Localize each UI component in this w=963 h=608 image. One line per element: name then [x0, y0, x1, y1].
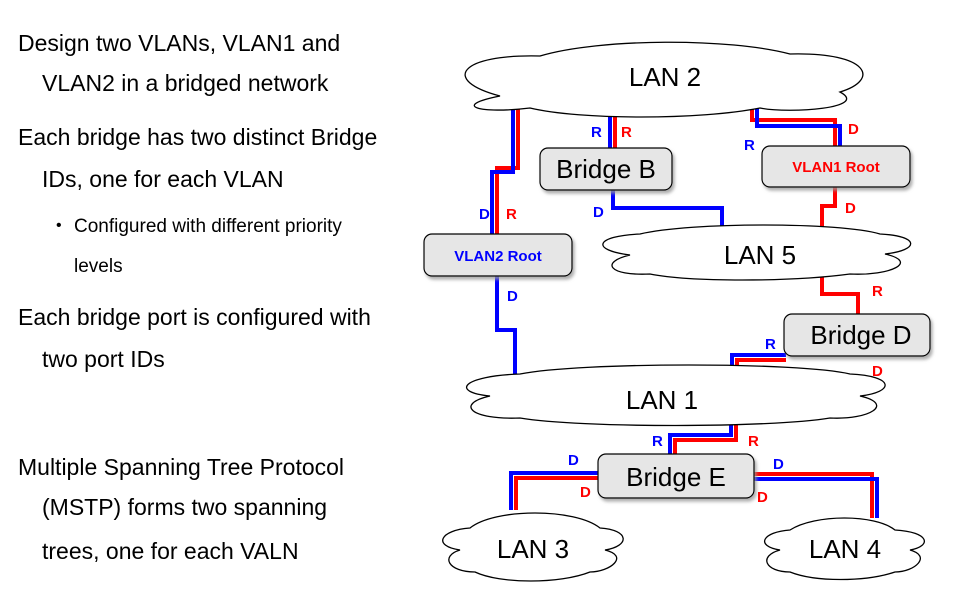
port-label-r-red: R [872, 283, 883, 300]
link-lan2-vlan2root-red [495, 96, 520, 234]
link-lan1-bridgee-red [673, 424, 738, 454]
port-label-r-red: R [621, 124, 632, 141]
port-label-r-blue: R [652, 433, 663, 450]
vlan1-root-bridge: VLAN1 Root [761, 145, 911, 188]
port-label-d-blue: D [773, 456, 784, 473]
port-label-d-blue: D [507, 288, 518, 305]
port-label-d-blue: D [568, 452, 579, 469]
link-bridgee-lan4-red [754, 472, 874, 518]
lan5-cloud: LAN 5 [602, 224, 912, 281]
bullet-2-line-2: IDs, one for each VLAN [42, 166, 284, 192]
vlan2-root-label: VLAN2 Root [454, 248, 542, 265]
lan5-label: LAN 5 [724, 240, 796, 270]
link-lan2-vlan1root-red [750, 108, 837, 146]
sub-bullet-line-1: Configured with different priority [74, 216, 342, 237]
link-lan1-bridgee-blue [668, 424, 733, 454]
port-label-d-blue: D [593, 204, 604, 221]
port-label-d-red: D [872, 363, 883, 380]
lan2-cloud: LAN 2 [464, 41, 864, 118]
bridge-e: Bridge E [597, 453, 755, 499]
bullet-1-line-1: Design two VLANs, VLAN1 and [18, 30, 341, 56]
link-bridgee-lan3-blue [509, 471, 598, 510]
vlan1-root-label: VLAN1 Root [792, 159, 880, 176]
port-label-d-red: D [757, 489, 768, 506]
link-lan2-vlan1root-blue [755, 108, 842, 146]
bullet-2-line-1: Each bridge has two distinct Bridge [18, 124, 378, 150]
bullet-4-line-1: Multiple Spanning Tree Protocol [18, 454, 345, 480]
sub-bullet-line-2: levels [74, 256, 123, 277]
port-label-r-blue: R [744, 137, 755, 154]
bridge-d-label: Bridge D [810, 320, 911, 350]
bullet-3-line-2: two port IDs [42, 346, 165, 372]
port-label-r-blue: R [765, 336, 776, 353]
lan4-cloud: LAN 4 [764, 517, 925, 581]
link-lan2-vlan2root-blue [490, 96, 515, 234]
link-bridgee-lan3-red [514, 476, 598, 510]
port-labels: D R D R R D D R D R R D R R D D D D [479, 121, 883, 506]
port-label-r-red: R [506, 206, 517, 223]
lan1-label: LAN 1 [626, 385, 698, 415]
bridge-b-label: Bridge B [556, 154, 656, 184]
port-label-d-red: D [580, 484, 591, 501]
port-label-r-blue: R [591, 124, 602, 141]
bullet-4-line-2: (MSTP) forms two spanning [42, 494, 328, 520]
link-bridgeb-lan5-blue [611, 190, 724, 227]
bullet-1-line-2: VLAN2 in a bridged network [42, 70, 329, 96]
lan3-cloud: LAN 3 [442, 512, 624, 582]
port-label-r-red: R [748, 433, 759, 450]
sub-bullet-marker: • [56, 217, 62, 234]
link-vlan1root-lan5-red [820, 187, 837, 228]
bullet-list: Design two VLANs, VLAN1 and VLAN2 in a b… [0, 0, 430, 608]
lan2-label: LAN 2 [629, 62, 701, 92]
lan4-label: LAN 4 [809, 534, 881, 564]
bullet-3-line-1: Each bridge port is configured with [18, 304, 371, 330]
bridge-b: Bridge B [539, 147, 673, 191]
link-lan5-bridged-red [820, 276, 860, 314]
lan1-cloud: LAN 1 [466, 364, 886, 427]
port-label-d-blue: D [479, 206, 490, 223]
link-vlan2root-lan1-blue [495, 276, 517, 382]
vlan2-root-bridge: VLAN2 Root [423, 233, 573, 277]
bridge-d: Bridge D [783, 313, 931, 357]
port-label-d-red: D [848, 121, 859, 138]
bridge-e-label: Bridge E [626, 462, 726, 492]
bullet-4-line-3: trees, one for each VALN [42, 538, 299, 564]
lan3-label: LAN 3 [497, 534, 569, 564]
port-label-d-red: D [845, 200, 856, 217]
link-bridgee-lan4-blue [754, 477, 879, 518]
